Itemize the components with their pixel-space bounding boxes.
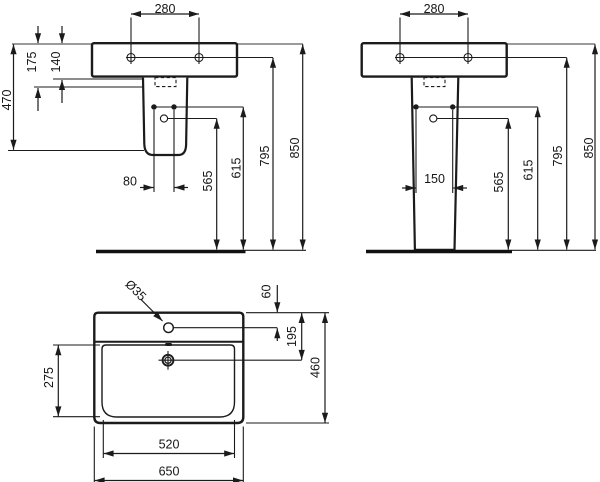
dim-795-front: 795 xyxy=(258,57,277,250)
dimension-label: 470 xyxy=(0,90,14,111)
trap-dashed-outline xyxy=(423,77,446,88)
trap-dashed-outline xyxy=(154,77,177,88)
fixing-bolt-right xyxy=(171,104,177,110)
dimension-label: 850 xyxy=(288,138,302,159)
dim-460: 460 xyxy=(309,313,329,423)
leader-line xyxy=(140,299,163,322)
dim-520: 520 xyxy=(102,420,236,458)
dimension-label: 615 xyxy=(230,158,244,179)
dimension-label: 850 xyxy=(582,138,596,159)
dim-795-side: 795 xyxy=(551,57,570,250)
front-view: 280 175 140 470 80 565 615 xyxy=(0,2,306,254)
dimension-label: 195 xyxy=(285,326,299,347)
basin-outline xyxy=(360,42,508,78)
dimension-label: 650 xyxy=(159,465,180,479)
dimension-label: 565 xyxy=(492,172,506,193)
plan-view: Ø35 60 195 460 275 520 xyxy=(42,277,329,482)
dim-565-front: 565 xyxy=(201,118,220,250)
dim-650: 650 xyxy=(93,426,244,482)
dimension-label: 280 xyxy=(424,2,445,16)
dim-195: 195 xyxy=(285,313,305,360)
dimension-label: 795 xyxy=(551,146,565,167)
half-pedestal-outline xyxy=(141,77,189,157)
dim-280-side: 280 xyxy=(399,2,469,54)
dim-470: 470 xyxy=(0,44,17,150)
tap-hole xyxy=(162,322,174,334)
dimension-label: 280 xyxy=(155,2,176,16)
dim-615-side: 615 xyxy=(522,107,541,250)
dim-140: 140 xyxy=(49,26,66,103)
dim-280-front: 280 xyxy=(130,2,200,54)
bowl-outline xyxy=(101,344,236,418)
dim-150: 150 xyxy=(402,172,467,192)
dim-615-front: 615 xyxy=(230,107,247,250)
dim-565-side: 565 xyxy=(492,118,512,250)
dimension-label: 615 xyxy=(522,160,536,181)
outlet-hole xyxy=(429,114,438,123)
basin-outline xyxy=(90,42,239,78)
dimension-label: 565 xyxy=(201,171,215,192)
fixing-bolt-right xyxy=(450,104,456,110)
dimension-label: 80 xyxy=(123,175,137,189)
dimension-label: Ø35 xyxy=(122,277,149,304)
overflow-slot xyxy=(165,343,172,346)
side-view: 280 150 565 615 795 850 xyxy=(360,2,599,254)
dim-850-front: 850 xyxy=(288,44,306,250)
dimension-label: 520 xyxy=(159,438,180,452)
dim-175: 175 xyxy=(25,26,42,111)
dim-850-side: 850 xyxy=(582,44,599,250)
pedestal-outline xyxy=(410,77,460,251)
dimension-label: 175 xyxy=(25,52,39,73)
dimension-label: 275 xyxy=(42,367,56,388)
dimension-label: 150 xyxy=(424,172,445,186)
dimension-label: 795 xyxy=(258,146,272,167)
fixing-bolt-left xyxy=(413,104,419,110)
outlet-hole xyxy=(159,114,169,123)
dimension-label: 60 xyxy=(260,285,274,299)
dim-60: 60 xyxy=(260,285,281,341)
dim-80: 80 xyxy=(123,175,188,191)
dimension-label: 140 xyxy=(49,52,63,73)
dimension-label: 460 xyxy=(309,357,323,378)
fixing-bolt-left xyxy=(151,104,157,110)
drain-hole xyxy=(158,351,302,370)
dim-275: 275 xyxy=(42,344,100,418)
